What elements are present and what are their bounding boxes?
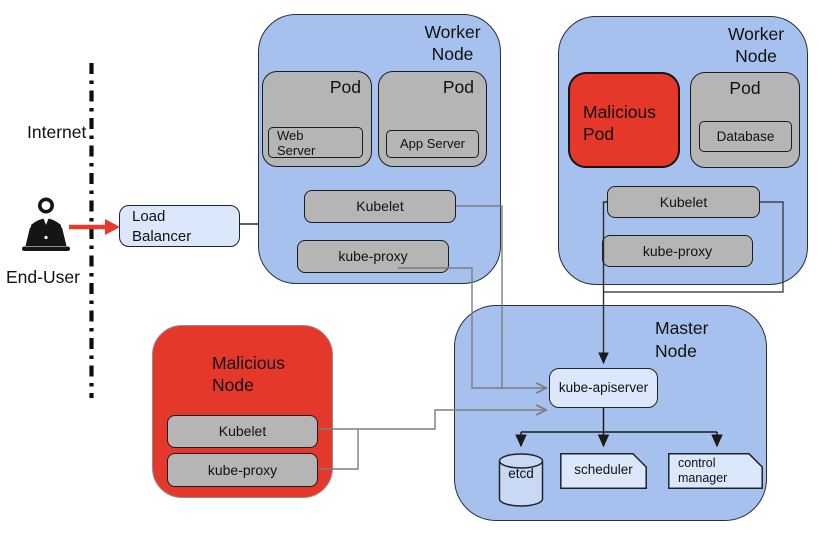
internet-label: Internet — [27, 122, 87, 142]
database-box: Database — [699, 121, 792, 152]
worker1-pod2-title: Pod — [442, 77, 474, 97]
malicious-node-title: Malicious Node — [212, 353, 285, 395]
worker1-kube-proxy-label: kube-proxy — [338, 248, 408, 264]
web-server-label: Web Server — [277, 128, 316, 158]
end-user-icon — [22, 197, 70, 251]
worker-node-1-title: Worker Node — [424, 22, 481, 64]
malicious-kubelet-label: Kubelet — [218, 423, 267, 439]
scheduler-label: scheduler — [574, 462, 633, 477]
worker2-pod: Pod Database — [690, 72, 800, 168]
etcd-cylinder-body — [498, 461, 544, 507]
worker2-kubelet-box: Kubelet — [607, 186, 760, 218]
malicious-kube-proxy-box: kube-proxy — [167, 453, 318, 487]
end-user-label: End-User — [6, 267, 80, 287]
etcd-cylinder — [498, 453, 544, 507]
control-manager-box — [668, 453, 763, 489]
kube-apiserver-label: kube-apiserver — [558, 380, 649, 395]
app-server-label: App Server — [399, 136, 466, 151]
malicious-pod: Malicious Pod — [568, 72, 680, 168]
scheduler-box — [560, 453, 647, 489]
master-node-title: Master Node — [655, 318, 709, 361]
etcd-label: etcd — [508, 466, 534, 481]
kube-apiserver-box: kube-apiserver — [549, 368, 658, 408]
worker1-kube-proxy-box: kube-proxy — [297, 240, 449, 273]
user-to-loadbalancer-arrow — [69, 219, 120, 235]
database-label: Database — [716, 129, 775, 144]
worker1-kubelet-box: Kubelet — [304, 190, 456, 223]
worker2-pod-title: Pod — [729, 78, 761, 98]
worker1-pod1-title: Pod — [329, 77, 361, 97]
etcd-cylinder-top — [498, 453, 544, 469]
malicious-pod-label: Malicious Pod — [583, 102, 656, 144]
load-balancer-label: Load Balancer — [132, 208, 192, 245]
worker2-kube-proxy-label: kube-proxy — [642, 243, 713, 259]
control-manager-shape — [668, 453, 763, 489]
worker1-pod2: Pod App Server — [378, 71, 487, 167]
load-balancer-box: Load Balancer — [119, 205, 240, 247]
malicious-kube-proxy-label: kube-proxy — [207, 462, 278, 478]
worker2-kubelet-label: Kubelet — [659, 194, 708, 210]
malicious-kubelet-box: Kubelet — [167, 415, 318, 448]
worker1-pod1: Pod Web Server — [262, 71, 372, 167]
worker1-kubelet-label: Kubelet — [356, 198, 404, 214]
worker2-kube-proxy-box: kube-proxy — [602, 235, 753, 267]
control-manager-label: control manager — [678, 456, 728, 485]
app-server-box: App Server — [386, 130, 479, 158]
web-server-box: Web Server — [268, 127, 363, 158]
scheduler-shape — [560, 453, 647, 489]
worker-node-2-title: Worker Node — [727, 24, 785, 66]
